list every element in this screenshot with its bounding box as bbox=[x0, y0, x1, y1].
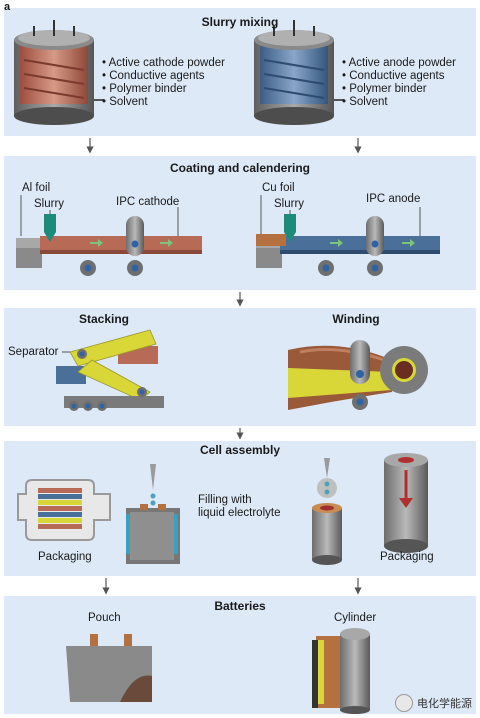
cylinder-label: Cylinder bbox=[334, 612, 377, 624]
al-foil-label: Al foil bbox=[22, 182, 51, 194]
cylinder-battery-icon bbox=[312, 628, 370, 714]
anode-ingredient: Polymer binder bbox=[342, 83, 456, 96]
cathode-ingredient: Polymer binder bbox=[102, 83, 225, 96]
cathode-slurry-label: Slurry bbox=[34, 198, 65, 210]
cathode-ingredient-list: Active cathode powder Conductive agents … bbox=[102, 57, 225, 109]
anode-ingredient: Solvent bbox=[342, 96, 456, 109]
filling-label: Filling with liquid electrolyte bbox=[198, 494, 281, 520]
stacking-illustration bbox=[56, 329, 164, 411]
cylinder-filling-illustration bbox=[312, 458, 342, 565]
slurry-mixing-title: Slurry mixing bbox=[201, 15, 279, 29]
anode-slurry-label: Slurry bbox=[274, 198, 305, 210]
winding-illustration bbox=[288, 340, 428, 410]
pouch-packaging-illustration bbox=[17, 479, 111, 541]
anode-ingredient-list: Active anode powder Conductive agents Po… bbox=[342, 57, 456, 109]
separator-label: Separator bbox=[8, 346, 59, 358]
stacking-title: Stacking bbox=[78, 312, 130, 326]
anode-ingredient: Conductive agents bbox=[342, 70, 456, 83]
packaging-left-label: Packaging bbox=[38, 551, 92, 563]
anode-ingredient: Active anode powder bbox=[342, 57, 456, 70]
packaging-right-label: Packaging bbox=[380, 551, 434, 563]
ipc-anode-label: IPC anode bbox=[366, 193, 421, 205]
anode-mixer-icon bbox=[254, 20, 344, 125]
cathode-ingredient: Conductive agents bbox=[102, 70, 225, 83]
winding-title: Winding bbox=[332, 312, 380, 326]
cathode-mixer-icon bbox=[14, 20, 104, 125]
ipc-cathode-label: IPC cathode bbox=[116, 196, 180, 208]
watermark-logo-icon bbox=[395, 694, 413, 712]
panel-coating bbox=[4, 156, 476, 290]
cathode-ingredient: Solvent bbox=[102, 96, 225, 109]
cathode-ingredient: Active cathode powder bbox=[102, 57, 225, 70]
pouch-filling-illustration bbox=[126, 464, 180, 564]
pouch-label: Pouch bbox=[88, 612, 121, 624]
flow-arrows bbox=[86, 138, 362, 595]
anode-coating-line bbox=[256, 195, 440, 276]
batteries-title: Batteries bbox=[214, 599, 266, 613]
cylinder-packaging-illustration bbox=[384, 453, 428, 553]
pouch-battery-icon bbox=[66, 634, 152, 702]
cathode-coating-line bbox=[16, 195, 202, 276]
watermark: 电化学能源 bbox=[395, 694, 472, 712]
cu-foil-label: Cu foil bbox=[262, 182, 295, 194]
panel-label: a bbox=[4, 1, 11, 13]
coating-title: Coating and calendering bbox=[169, 161, 311, 175]
cell-assembly-title: Cell assembly bbox=[199, 443, 281, 457]
watermark-text: 电化学能源 bbox=[417, 698, 472, 710]
